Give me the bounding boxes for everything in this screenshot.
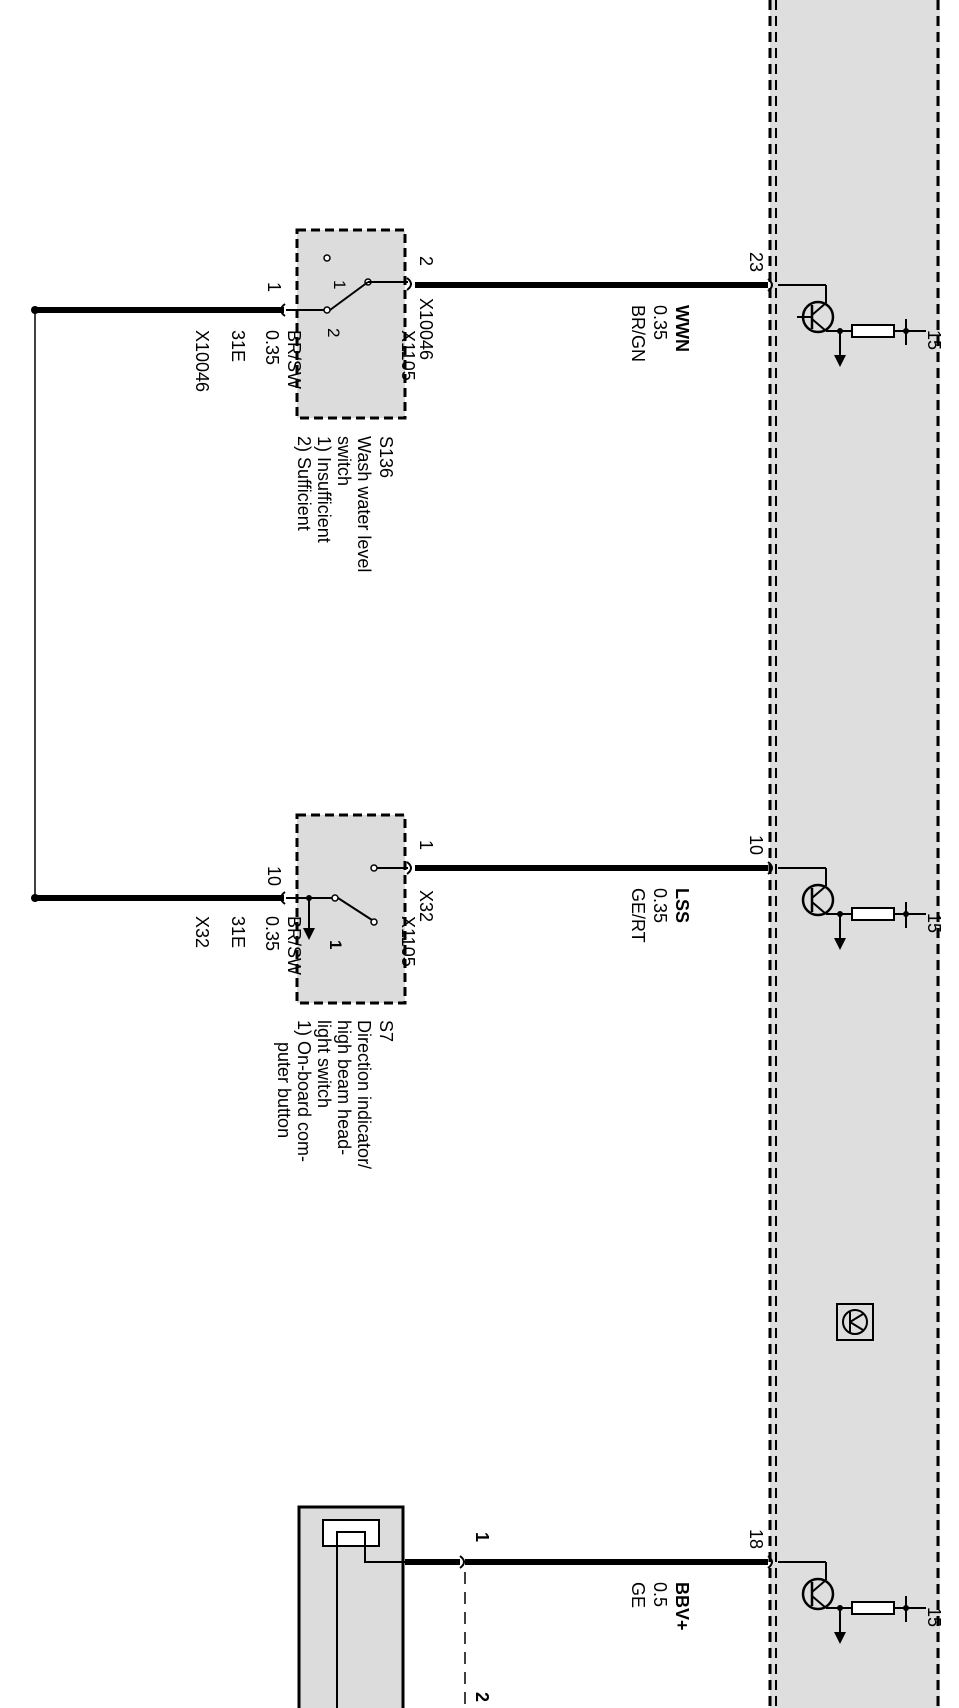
transistor-stage-bbv	[778, 1561, 926, 1644]
bottom-device-pin2: 2	[472, 1692, 492, 1702]
ground-gauge-s136: 0.35	[262, 330, 282, 365]
wire-bbv	[465, 1555, 773, 1569]
wire-signal-lss: LSS	[672, 888, 692, 923]
switch-s7	[280, 813, 412, 1005]
s136-line-4: 2) Sufficient	[294, 436, 314, 531]
ground-wire-s7	[31, 894, 284, 902]
wire-label-lss: LSS 0.35 GE/RT	[628, 888, 692, 943]
supply-label-bbv: 15	[924, 1607, 944, 1627]
wire-gauge-wwn: 0.35	[650, 305, 670, 340]
wire-signal-wwn: WWN	[672, 305, 692, 352]
ground-wire-s136	[31, 306, 284, 314]
wire-label-bbv: BBV+ 0.5 GE	[628, 1582, 692, 1631]
s136-id: S136	[376, 436, 396, 478]
ground-point-s7: X1105	[398, 916, 418, 967]
wire-label-wwn: WWN 0.35 BR/GN	[628, 305, 692, 362]
ground-name-s136: 31E	[228, 330, 248, 362]
wire-lss	[415, 861, 773, 875]
wire-gauge-lss: 0.35	[650, 888, 670, 923]
bottom-device-pin1: 1	[472, 1532, 492, 1542]
wire-color-wwn: BR/GN	[628, 305, 648, 362]
s136-line-1: Wash water level	[354, 436, 374, 572]
ground-name-s7: 31E	[228, 916, 248, 948]
wire-color-bbv: GE	[628, 1582, 648, 1608]
transistor-stage-lss	[778, 867, 926, 950]
s7-line-2: high beam head-	[334, 1020, 354, 1155]
ground-connector-s7: X32	[192, 916, 212, 948]
module-pin-bbv: 18	[746, 1529, 766, 1549]
s7-connector-top: X32	[416, 890, 436, 922]
s7-description: S7 Direction indicator/ high beam head- …	[274, 1020, 396, 1169]
s136-line-3: 1) Insufficient	[314, 436, 334, 543]
s136-description: S136 Wash water level switch 1) Insuffic…	[294, 436, 396, 572]
module-pin-wwn: 23	[746, 252, 766, 272]
s7-pos1-label: 1	[326, 940, 345, 949]
wire-gauge-bbv: 0.5	[650, 1582, 670, 1607]
s7-line-5: puter button	[274, 1042, 294, 1138]
wire-color-lss: GE/RT	[628, 888, 648, 943]
ground-color-s136: BR/SW	[284, 330, 304, 389]
transistor-stage-wwn	[778, 284, 926, 367]
s136-pos1-label: 1	[330, 280, 349, 289]
s7-ground-pin: 10	[264, 866, 284, 886]
ground-connector-s136: X10046	[192, 330, 212, 392]
s7-line-3: light switch	[314, 1020, 334, 1108]
supply-label-lss: 15	[924, 913, 944, 933]
control-unit-icon	[836, 1303, 874, 1341]
s136-pos2-label: 2	[324, 328, 343, 337]
s136-ground-pin: 1	[264, 282, 284, 292]
s136-connector-top: X10046	[416, 298, 436, 360]
wire-signal-bbv: BBV+	[672, 1582, 692, 1631]
bottom-device	[297, 1505, 466, 1708]
wire-wwn	[415, 278, 773, 292]
supply-label-wwn: 15	[924, 330, 944, 350]
s7-pin-top: 1	[416, 840, 436, 850]
ground-label-s7: X32 31E 0.35 BR/SW X1105	[192, 916, 418, 975]
ground-label-s136: X10046 31E 0.35 BR/SW X1105	[192, 330, 418, 392]
ground-color-s7: BR/SW	[284, 916, 304, 975]
s7-line-4: 1) On-board com-	[294, 1020, 314, 1162]
s136-line-2: switch	[334, 436, 354, 486]
s7-line-1: Direction indicator/	[354, 1020, 374, 1169]
control-module	[768, 0, 940, 1708]
switch-s136	[280, 228, 412, 420]
ground-point-s136: X1105	[398, 330, 418, 381]
s136-pin-top: 2	[416, 256, 436, 266]
s7-id: S7	[376, 1020, 396, 1042]
module-pin-lss: 10	[746, 835, 766, 855]
ground-gauge-s7: 0.35	[262, 916, 282, 951]
